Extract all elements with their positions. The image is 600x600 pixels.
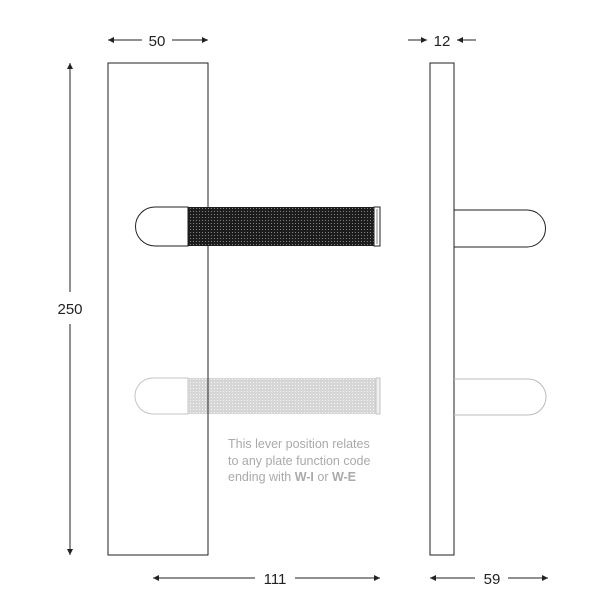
dim-plate-depth-label: 12 — [434, 33, 451, 50]
dim-plate-width-label: 50 — [149, 33, 166, 50]
function-code-wi: W-I — [294, 470, 314, 484]
dim-plate-height: 250 — [57, 63, 83, 555]
dim-lever-length: 111 — [153, 571, 380, 588]
note-connector: or — [313, 470, 332, 484]
note-line-3-prefix: ending with — [228, 470, 295, 484]
ghost-lever-knurl — [188, 378, 376, 414]
lever-position-note: This lever position relates to any plate… — [228, 436, 428, 486]
side-lever — [454, 209, 546, 248]
dim-lever-projection-label: 59 — [484, 571, 501, 588]
front-lever-knurl — [188, 207, 374, 246]
side-plate — [429, 62, 455, 556]
dim-plate-height-label: 250 — [57, 301, 82, 318]
note-line-1: This lever position relates — [228, 437, 370, 451]
dim-lever-projection: 59 — [430, 571, 548, 588]
note-line-2: to any plate function code — [228, 453, 371, 468]
dim-lever-length-label: 111 — [264, 571, 287, 588]
front-lever — [135, 206, 381, 247]
function-code-we: W-E — [331, 470, 357, 484]
side-lever-ghost — [454, 378, 547, 416]
ghost-lever — [134, 377, 381, 415]
note-line-3: ending with W-I or W-E — [228, 469, 428, 486]
dim-plate-width: 50 — [108, 33, 208, 50]
front-plate — [107, 62, 209, 556]
dim-plate-depth: 12 — [408, 33, 476, 50]
